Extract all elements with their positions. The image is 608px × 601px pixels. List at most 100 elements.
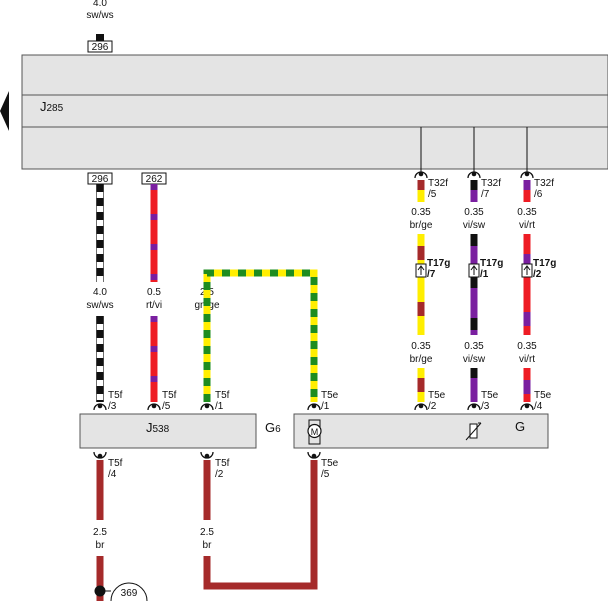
t5e2-num: /2 bbox=[428, 401, 437, 412]
virt-lower-color: vi/rt bbox=[519, 354, 535, 365]
t5f1-num: /1 bbox=[215, 401, 224, 412]
ground-ref-circle[interactable] bbox=[110, 582, 148, 601]
t17g7-connector-icon bbox=[415, 263, 427, 278]
top-wire-ref-box bbox=[87, 40, 113, 53]
t32f5-num: /5 bbox=[428, 189, 437, 200]
brge-upper-color: br/ge bbox=[410, 220, 433, 231]
t5f3-connector-icon bbox=[93, 403, 107, 411]
t5e2-conn: T5e bbox=[428, 390, 446, 401]
t5e1-conn: T5e bbox=[321, 390, 339, 401]
t17g2-num: /2 bbox=[533, 269, 542, 280]
t5f5-connector-icon bbox=[147, 403, 161, 411]
rtvi-ref: 262 bbox=[146, 174, 163, 185]
virt-upper-color: vi/rt bbox=[519, 220, 535, 231]
visw-upper-gauge: 0.35 bbox=[464, 207, 484, 218]
g-label: G bbox=[515, 419, 525, 434]
wire-sws-upper bbox=[96, 184, 104, 282]
top-wire-ref: 296 bbox=[92, 42, 109, 53]
t5e3-conn: T5e bbox=[481, 390, 499, 401]
j285-label-name: J bbox=[40, 99, 47, 114]
top-wire-color: sw/ws bbox=[86, 10, 113, 21]
t5e1-connector-icon bbox=[307, 403, 321, 411]
t32f6-num: /6 bbox=[534, 189, 543, 200]
t5f5-num: /5 bbox=[162, 401, 171, 412]
t32f5-conn: T32f bbox=[428, 178, 448, 189]
t5e3-connector-icon bbox=[467, 403, 481, 411]
t32f7-connector-icon bbox=[467, 171, 481, 179]
t5e5-conn: T5e bbox=[321, 458, 339, 469]
br-mid-color: br bbox=[203, 540, 213, 551]
j538-label-sub: 538 bbox=[153, 424, 170, 435]
t17g2-connector-icon bbox=[521, 263, 533, 278]
j285-label-sub: 285 bbox=[47, 103, 64, 114]
ground-junction-dot bbox=[94, 585, 106, 597]
t17g1-num: /1 bbox=[480, 269, 489, 280]
g6-label-sub: 6 bbox=[275, 424, 281, 435]
br-left-gauge: 2.5 bbox=[93, 527, 107, 538]
t5e4-conn: T5e bbox=[534, 390, 552, 401]
t32f7-num: /7 bbox=[481, 189, 490, 200]
t5f1-conn: T5f bbox=[215, 390, 230, 401]
t17g7-conn: T17g bbox=[427, 258, 450, 269]
page-back-arrow-icon[interactable] bbox=[0, 91, 9, 131]
t5e4-connector-icon bbox=[520, 403, 534, 411]
j538-module[interactable] bbox=[79, 413, 257, 449]
t17g1-conn: T17g bbox=[480, 258, 503, 269]
rtvi-color: rt/vi bbox=[146, 300, 162, 311]
g6-label-name: G bbox=[265, 420, 275, 435]
t5f3-conn: T5f bbox=[108, 390, 123, 401]
visw-lower-color: vi/sw bbox=[463, 354, 486, 365]
t32f6-conn: T32f bbox=[534, 178, 554, 189]
t5f4-num: /4 bbox=[108, 469, 117, 480]
t32f7-conn: T32f bbox=[481, 178, 501, 189]
j285-label: J285 bbox=[40, 99, 64, 114]
brge-lower-gauge: 0.35 bbox=[411, 341, 431, 352]
t17g7-num: /7 bbox=[427, 269, 436, 280]
t5f1-connector-icon bbox=[200, 403, 214, 411]
t32f6-connector-icon bbox=[520, 171, 534, 179]
t5f2-connector-icon bbox=[200, 451, 214, 459]
sws-gauge: 4.0 bbox=[93, 287, 107, 298]
ground-ref-number: 369 bbox=[121, 588, 138, 599]
t5f5-conn: T5f bbox=[162, 390, 177, 401]
t32f5-connector-icon bbox=[414, 171, 428, 179]
j538-label-name: J bbox=[146, 420, 153, 435]
t5e1-num: /1 bbox=[321, 401, 330, 412]
t5f3-num: /3 bbox=[108, 401, 117, 412]
brge-upper-gauge: 0.35 bbox=[411, 207, 431, 218]
t17g1-connector-icon bbox=[468, 263, 480, 278]
t5f2-num: /2 bbox=[215, 469, 224, 480]
t5e2-connector-icon bbox=[414, 403, 428, 411]
top-wire-stub bbox=[96, 34, 104, 41]
t5e4-num: /4 bbox=[534, 401, 543, 412]
t5e5-connector-icon bbox=[307, 451, 321, 459]
visw-upper-color: vi/sw bbox=[463, 220, 486, 231]
t5e3-num: /3 bbox=[481, 401, 490, 412]
t5e5-num: /5 bbox=[321, 469, 330, 480]
g6-label: G6 bbox=[265, 420, 281, 435]
t5f4-conn: T5f bbox=[108, 458, 123, 469]
t17g2-conn: T17g bbox=[533, 258, 556, 269]
motor-symbol: M bbox=[311, 427, 319, 437]
t5f2-conn: T5f bbox=[215, 458, 230, 469]
virt-upper-gauge: 0.35 bbox=[517, 207, 537, 218]
g6-module[interactable] bbox=[293, 413, 549, 449]
virt-lower-gauge: 0.35 bbox=[517, 341, 537, 352]
j285-module[interactable] bbox=[21, 54, 608, 170]
visw-lower-gauge: 0.35 bbox=[464, 341, 484, 352]
brge-lower-color: br/ge bbox=[410, 354, 433, 365]
rtvi-gauge: 0.5 bbox=[147, 287, 161, 298]
wire-sws-lower bbox=[96, 316, 104, 402]
br-mid-gauge: 2.5 bbox=[200, 527, 214, 538]
t5f4-connector-icon bbox=[93, 451, 107, 459]
top-wire-gauge: 4.0 bbox=[93, 0, 107, 9]
motor-icon bbox=[307, 423, 322, 439]
wire-gnge bbox=[203, 269, 318, 402]
left-wire-ref: 296 bbox=[92, 174, 109, 185]
level-sensor-icon bbox=[465, 422, 482, 441]
sws-color: sw/ws bbox=[86, 300, 113, 311]
j538-label: J538 bbox=[146, 420, 170, 435]
wire-br-loop bbox=[203, 460, 318, 590]
br-left-color: br bbox=[96, 540, 106, 551]
